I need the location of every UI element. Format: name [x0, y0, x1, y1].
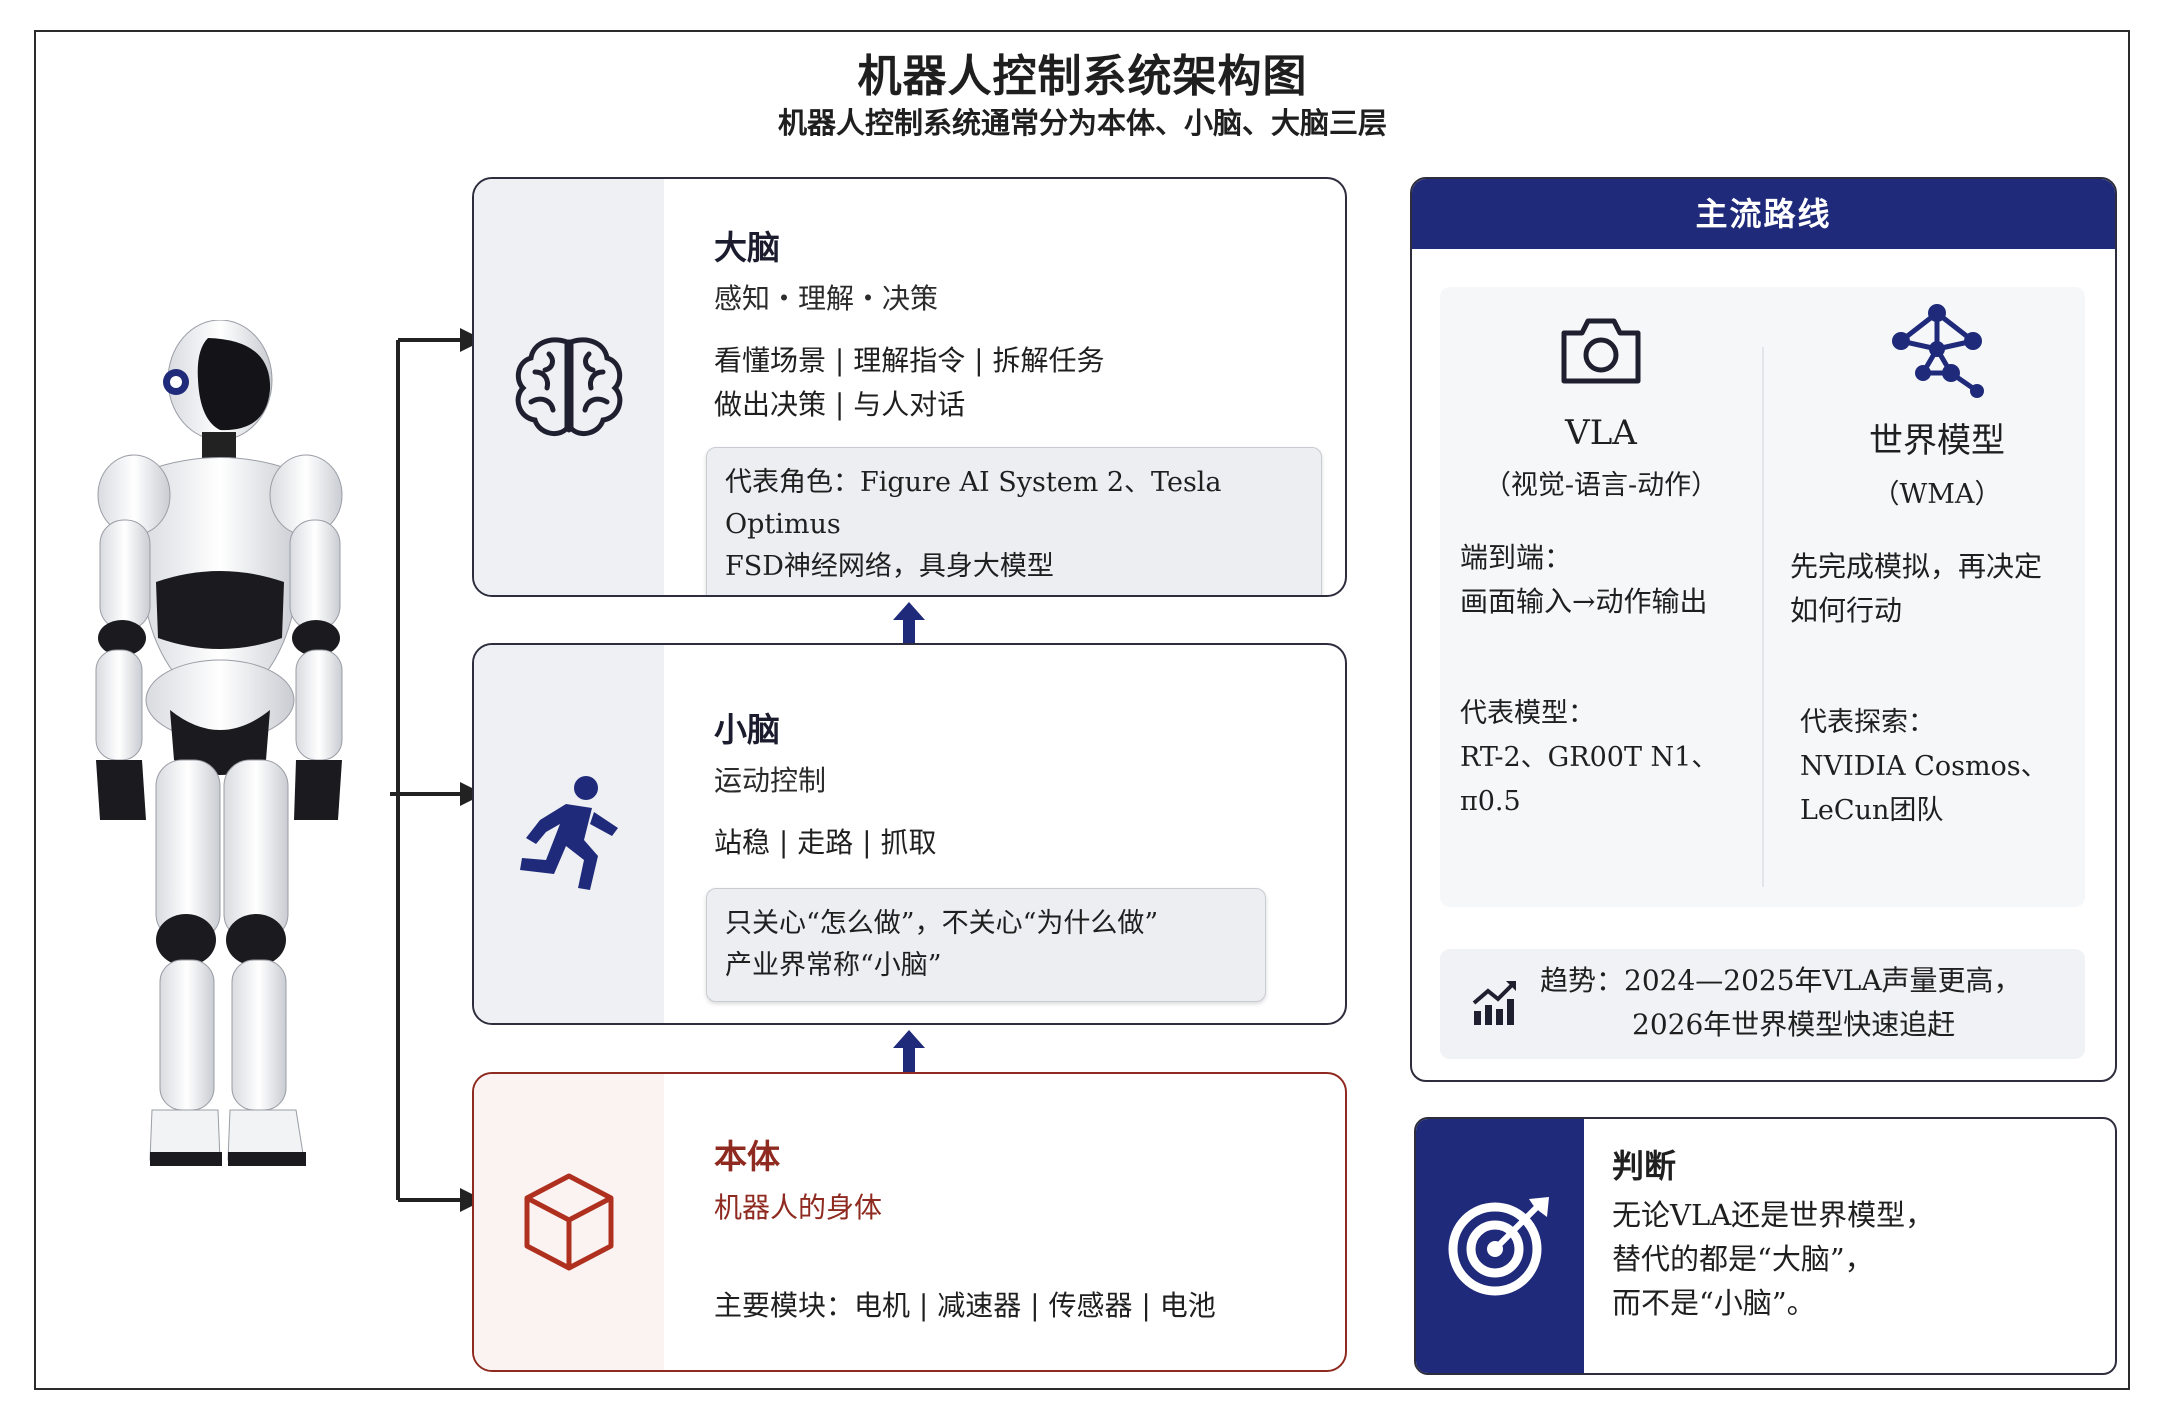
cube-icon — [524, 1173, 614, 1271]
cerebellum-note-line-1: 只关心“怎么做”，不关心“为什么做” — [725, 908, 1159, 939]
vla-desc-line-1: 端到端： — [1460, 541, 1573, 574]
layer-card-brain: 大脑 感知・理解・决策 看懂场景 | 理解指令 | 拆解任务 做出决策 | 与人… — [472, 177, 1347, 597]
body-layer-sub: 机器人的身体 — [714, 1191, 883, 1224]
vla-rep-line-2: RT-2、GR00T N1、 — [1460, 742, 1719, 773]
judgement-text: 无论VLA还是世界模型， 替代的都是“大脑”， 而不是“小脑”。 — [1612, 1193, 1934, 1325]
vla-desc-line-2: 画面输入→动作输出 — [1460, 585, 1708, 618]
cerebellum-note-line-2: 产业界常称“小脑” — [725, 950, 942, 981]
page-title: 机器人控制系统架构图 — [857, 51, 1308, 102]
trend-chart-icon — [1472, 981, 1516, 1025]
brain-tasks-line-1: 看懂场景 | 理解指令 | 拆解任务 — [714, 344, 1105, 377]
brain-layer-tasks: 看懂场景 | 理解指令 | 拆解任务 做出决策 | 与人对话 — [714, 339, 1325, 427]
page-subtitle: 机器人控制系统通常分为本体、小脑、大脑三层 — [777, 106, 1387, 140]
cerebellum-layer-name: 小脑 — [714, 710, 780, 749]
wma-description: 先完成模拟，再决定 如何行动 — [1776, 545, 2098, 633]
vla-rep-line-3: π0.5 — [1460, 786, 1521, 817]
up-arrow-body-to-cerebellum — [893, 1030, 925, 1072]
brain-icon-pane — [474, 179, 664, 595]
vla-rep-line-1: 代表模型： — [1460, 698, 1595, 729]
up-arrow-cerebellum-to-brain — [893, 602, 925, 644]
body-modules: 主要模块：电机 | 减速器 | 传感器 | 电池 — [714, 1289, 1216, 1322]
wma-name: 世界模型 — [1869, 421, 2005, 461]
mainstream-routes-panel: 主流路线 VLA （视觉-语言-动作） 端到端： 画面输入→动作输出 代表模型：… — [1410, 177, 2117, 1082]
brain-layer-sub: 感知・理解・决策 — [714, 282, 939, 315]
cerebellum-icon-pane — [474, 645, 664, 1023]
judgement-line-3: 而不是“小脑”。 — [1612, 1286, 1816, 1320]
trend-line-2: 2026年世界模型快速追赶 — [1632, 1008, 1956, 1041]
cerebellum-note-box: 只关心“怎么做”，不关心“为什么做” 产业界常称“小脑” — [706, 888, 1266, 1002]
route-vla: VLA （视觉-语言-动作） 端到端： 画面输入→动作输出 代表模型： RT-2… — [1440, 287, 1762, 824]
judgement-line-1: 无论VLA还是世界模型， — [1612, 1198, 1935, 1232]
judgement-line-2: 替代的都是“大脑”， — [1612, 1242, 1874, 1276]
humanoid-robot-image — [95, 320, 343, 1166]
trend-text: 趋势：2024—2025年VLA声量更高， 2026年世界模型快速追赶 — [1540, 959, 2022, 1047]
judgement-box: 判断 无论VLA还是世界模型， 替代的都是“大脑”， 而不是“小脑”。 — [1414, 1117, 2117, 1375]
brain-tasks-line-2: 做出决策 | 与人对话 — [714, 388, 966, 421]
wma-rep-line-1: 代表探索： — [1800, 707, 1935, 738]
routes-header: 主流路线 — [1412, 179, 2115, 249]
wma-representatives: 代表探索： NVIDIA Cosmos、 LeCun团队 — [1776, 701, 2098, 833]
running-person-icon — [520, 776, 618, 890]
vla-sub: （视觉-语言-动作） — [1483, 470, 1719, 501]
brain-rep-line-1: 代表角色：Figure AI System 2、Tesla Optimus — [725, 467, 1222, 540]
brain-layer-name: 大脑 — [714, 228, 780, 267]
wma-desc-line-1: 先完成模拟，再决定 — [1790, 550, 2043, 583]
route-world-model: 世界模型 （WMA） 先完成模拟，再决定 如何行动 代表探索： NVIDIA C… — [1776, 287, 2098, 833]
wma-sub: （WMA） — [1872, 479, 2002, 510]
layer-card-body: 本体 机器人的身体 主要模块：电机 | 减速器 | 传感器 | 电池 — [472, 1072, 1347, 1372]
trend-box: 趋势：2024—2025年VLA声量更高， 2026年世界模型快速追赶 — [1440, 949, 2085, 1059]
wma-rep-line-3: LeCun团队 — [1800, 795, 1944, 826]
judgement-title: 判断 — [1612, 1147, 1677, 1185]
brain-icon — [515, 337, 623, 437]
body-layer-name: 本体 — [714, 1137, 780, 1176]
network-icon — [1892, 304, 1984, 398]
layer-card-cerebellum: 小脑 运动控制 站稳 | 走路 | 抓取 只关心“怎么做”，不关心“为什么做” … — [472, 643, 1347, 1025]
vla-name: VLA — [1565, 413, 1637, 453]
target-icon — [1448, 1197, 1549, 1296]
camera-icon — [1561, 318, 1641, 384]
body-icon-pane — [474, 1074, 664, 1370]
vla-representatives: 代表模型： RT-2、GR00T N1、 π0.5 — [1440, 692, 1762, 824]
routes-comparison: VLA （视觉-语言-动作） 端到端： 画面输入→动作输出 代表模型： RT-2… — [1440, 287, 2085, 907]
cerebellum-layer-tasks: 站稳 | 走路 | 抓取 — [714, 826, 937, 859]
wma-desc-line-2: 如何行动 — [1790, 594, 1903, 627]
wma-rep-line-2: NVIDIA Cosmos、 — [1800, 751, 2048, 782]
cerebellum-layer-sub: 运动控制 — [714, 764, 827, 797]
vla-description: 端到端： 画面输入→动作输出 — [1440, 536, 1762, 624]
routes-divider — [1762, 347, 1764, 887]
trend-line-1: 趋势：2024—2025年VLA声量更高， — [1540, 964, 2022, 997]
brain-rep-line-2: FSD神经网络，具身大模型 — [725, 551, 1054, 582]
judgement-icon-pane — [1416, 1119, 1584, 1373]
brain-representatives-box: 代表角色：Figure AI System 2、Tesla Optimus FS… — [706, 447, 1322, 595]
